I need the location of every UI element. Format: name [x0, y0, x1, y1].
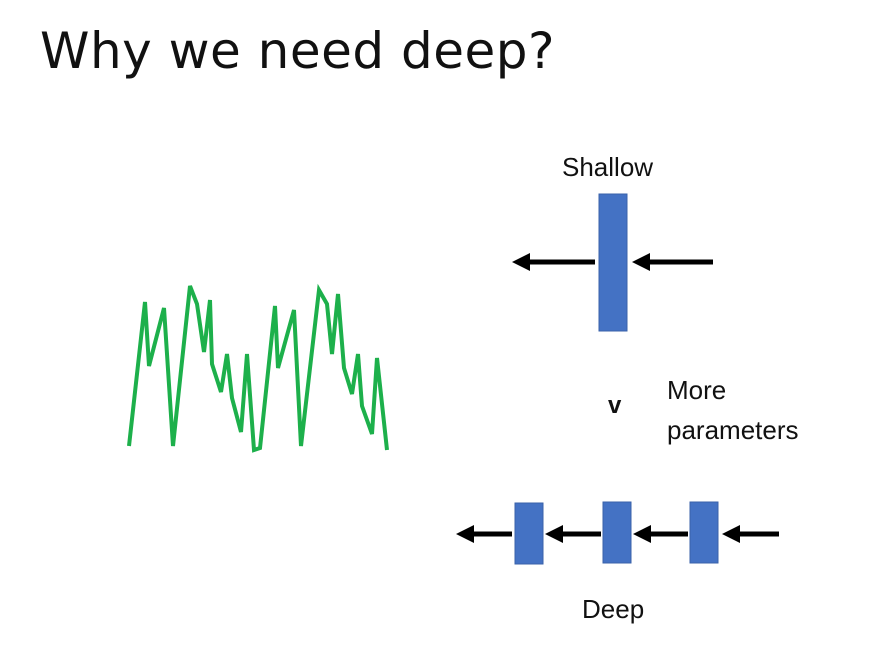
deep-output-arrow — [456, 525, 512, 543]
deep-layer-block-1 — [514, 502, 544, 565]
shallow-label: Shallow — [562, 152, 654, 182]
more-parameters-line1: More — [667, 375, 727, 405]
shallow-input-arrow — [632, 253, 713, 271]
deep-arrow-2-to-1 — [545, 525, 601, 543]
deep-arrow-3-to-2 — [633, 525, 688, 543]
deep-layer-block-3 — [689, 501, 719, 564]
comparison-sign: v — [608, 392, 622, 419]
slide-title: Why we need deep? — [40, 22, 556, 80]
deep-layer-block-2 — [602, 501, 632, 564]
shallow-output-arrow — [512, 253, 595, 271]
deep-label: Deep — [582, 594, 645, 624]
deep-input-arrow — [722, 525, 779, 543]
more-parameters-line2: parameters — [667, 415, 799, 445]
function-curve — [127, 283, 389, 453]
shallow-layer-block — [598, 193, 628, 332]
more-parameters-note: More parameters — [667, 370, 799, 450]
